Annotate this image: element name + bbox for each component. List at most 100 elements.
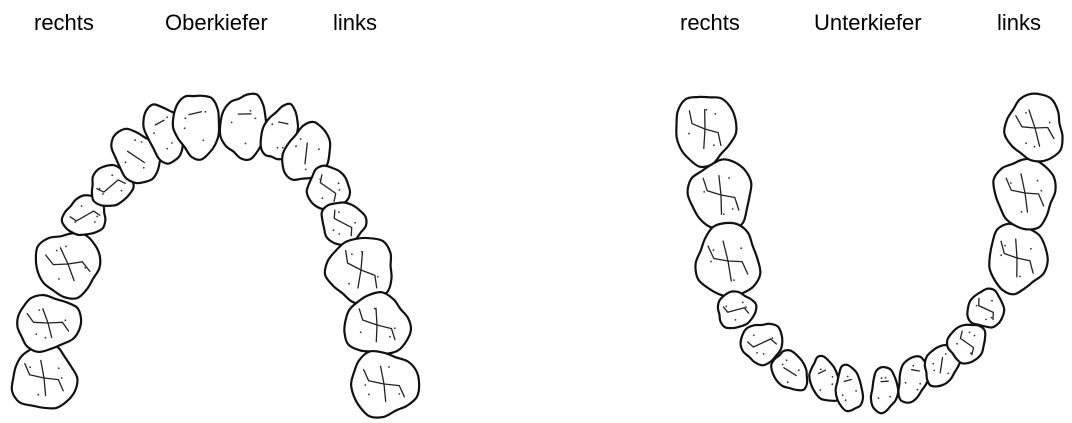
- tooth-speck: [1019, 276, 1021, 278]
- tooth-speck: [732, 208, 734, 210]
- upper-tooth[interactable]: [12, 344, 78, 409]
- tooth-speck: [786, 359, 788, 361]
- tooth-speck: [919, 383, 921, 385]
- lower-jaw-arch: [676, 94, 1062, 414]
- upper-tooth[interactable]: [351, 351, 419, 418]
- lower-tooth[interactable]: [718, 291, 756, 328]
- tooth-speck: [945, 353, 947, 355]
- tooth-speck: [333, 229, 335, 231]
- tooth-speck: [933, 370, 935, 372]
- tooth-speck: [756, 352, 758, 354]
- tooth-speck: [102, 193, 104, 195]
- tooth-speck: [1041, 190, 1043, 192]
- tooth-speck: [39, 309, 41, 311]
- tooth-speck: [763, 353, 765, 355]
- tooth-speck: [976, 305, 978, 307]
- tooth-speck: [318, 148, 320, 150]
- tooth-speck: [364, 384, 366, 386]
- tooth-speck: [1025, 142, 1027, 144]
- tooth-speck: [947, 373, 949, 375]
- tooth-speck: [64, 319, 66, 321]
- tooth-speck: [231, 122, 233, 124]
- tooth-speck: [305, 169, 307, 171]
- tooth-speck: [389, 336, 391, 338]
- tooth-speck: [991, 317, 993, 319]
- tooth-speck: [388, 366, 390, 368]
- lower-tooth[interactable]: [676, 97, 736, 167]
- tooth-speck: [710, 261, 712, 263]
- tooth-speck: [399, 393, 401, 395]
- tooth-speck: [1004, 245, 1006, 247]
- tooth-speck: [1034, 146, 1036, 148]
- tooth-speck: [295, 145, 297, 147]
- tooth-speck: [348, 283, 350, 285]
- lower-tooth[interactable]: [871, 367, 898, 413]
- tooth-speck: [819, 389, 821, 391]
- tooth-speck: [974, 335, 976, 337]
- tooth-speck: [394, 327, 396, 329]
- tooth-speck: [1021, 211, 1023, 213]
- tooth-speck: [847, 376, 849, 378]
- tooth-speck: [250, 110, 252, 112]
- tooth-speck: [338, 211, 340, 213]
- tooth-speck: [1010, 182, 1012, 184]
- tooth-speck: [205, 111, 207, 113]
- lower-tooth[interactable]: [1004, 94, 1062, 162]
- upper-tooth[interactable]: [17, 295, 81, 352]
- tooth-speck: [35, 333, 37, 335]
- tooth-outline: [771, 350, 807, 390]
- tooth-speck: [1000, 254, 1002, 256]
- upper-jaw-arch: [12, 94, 419, 418]
- tooth-speck: [1037, 180, 1039, 182]
- tooth-speck: [58, 278, 60, 280]
- tooth-speck: [125, 161, 127, 163]
- lower-tooth[interactable]: [989, 224, 1048, 295]
- tooth-speck: [985, 319, 987, 321]
- tooth-speck: [29, 366, 31, 368]
- tooth-speck: [141, 141, 143, 143]
- tooth-speck: [74, 221, 76, 223]
- tooth-speck: [377, 276, 379, 278]
- tooth-speck: [99, 188, 101, 190]
- upper-tooth[interactable]: [36, 233, 100, 298]
- tooth-outline: [12, 344, 78, 409]
- tooth-speck: [912, 365, 914, 367]
- tooth-speck: [96, 216, 98, 218]
- upper-tooth[interactable]: [220, 94, 266, 160]
- lower-tooth[interactable]: [967, 289, 1004, 328]
- tooth-outline: [220, 94, 266, 160]
- tooth-speck: [917, 389, 919, 391]
- tooth-speck: [45, 337, 47, 339]
- tooth-speck: [338, 233, 340, 235]
- tooth-speck: [374, 308, 376, 310]
- tooth-outline: [967, 289, 1004, 328]
- lower-tooth[interactable]: [695, 223, 760, 297]
- tooth-speck: [723, 213, 725, 215]
- tooth-speck: [58, 367, 60, 369]
- tooth-speck: [339, 189, 341, 191]
- tooth-speck: [878, 397, 880, 399]
- tooth-speck: [1030, 248, 1032, 250]
- tooth-speck: [360, 331, 362, 333]
- tooth-speck: [728, 177, 730, 179]
- tooth-speck: [740, 247, 742, 249]
- tooth-speck: [787, 381, 789, 383]
- lower-tooth[interactable]: [836, 365, 863, 412]
- tooth-speck: [171, 142, 173, 144]
- tooth-speck: [782, 364, 784, 366]
- lower-tooth[interactable]: [993, 159, 1055, 229]
- tooth-speck: [202, 139, 204, 141]
- tooth-speck: [706, 109, 708, 111]
- tooth-speck: [81, 205, 83, 207]
- tooth-speck: [713, 249, 715, 251]
- tooth-speck: [134, 139, 136, 141]
- tooth-speck: [61, 377, 63, 379]
- tooth-outline: [993, 159, 1055, 229]
- tooth-speck: [742, 302, 744, 304]
- tooth-speck: [166, 116, 168, 118]
- tooth-speck: [881, 377, 883, 379]
- lower-tooth[interactable]: [688, 159, 752, 230]
- lower-tooth[interactable]: [771, 350, 807, 390]
- tooth-speck: [368, 394, 370, 396]
